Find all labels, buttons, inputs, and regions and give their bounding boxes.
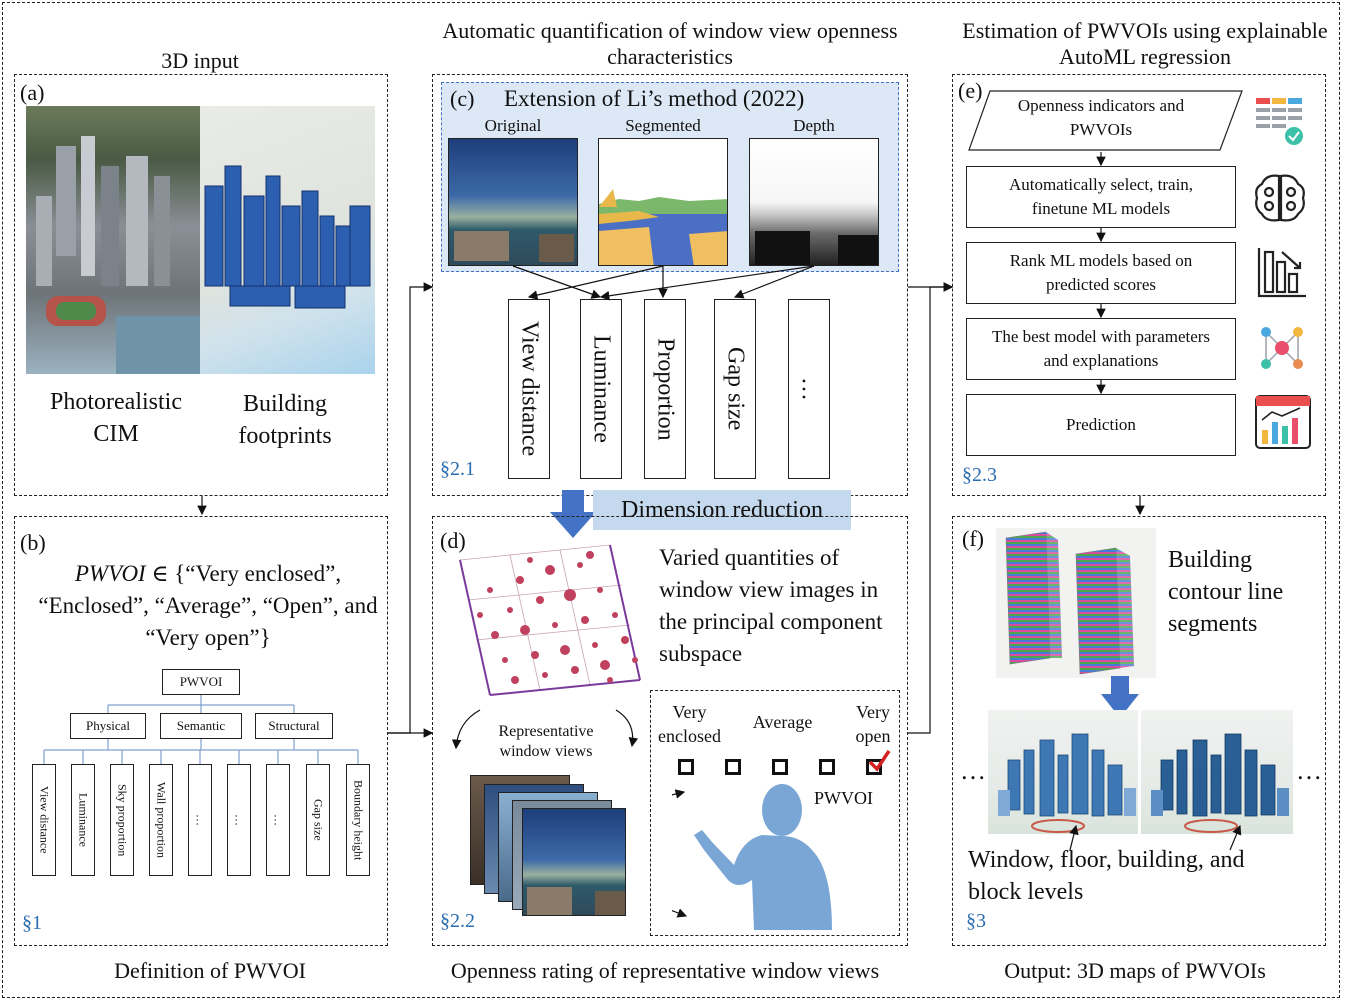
section-ref-2-2: §2.2 [440, 910, 475, 932]
section-title-quantification: Automatic quantification of window view … [442, 18, 898, 69]
rating-checkbox-4[interactable] [819, 759, 835, 775]
checkmark-icon [868, 750, 891, 772]
step-rank-models: Rank ML models based on predicted scores [966, 242, 1236, 304]
panel-c-label: (c) [450, 86, 475, 111]
rating-very-enclosed: Very enclosed [658, 702, 721, 746]
levels-text: Window, floor, building, and block level… [968, 847, 1245, 905]
feature-view-distance: View distance [508, 299, 550, 479]
depth-view-image [749, 138, 879, 266]
section-title-3d-input: 3D input [161, 48, 239, 73]
3d-map-right [1141, 710, 1293, 834]
rating-very-open: Very open [855, 702, 891, 746]
representative-views-label: Representative window views [498, 723, 594, 760]
rating-checkbox-1[interactable] [678, 759, 694, 775]
rating-box [650, 690, 900, 936]
dashboard-icon [1255, 395, 1311, 449]
leaf-ellipsis-2: … [227, 764, 251, 876]
rep-view-curved-arrows [451, 709, 639, 750]
leaf-gap-size: Gap size [306, 764, 330, 876]
rating-checkbox-2[interactable] [725, 759, 741, 775]
section-ref-1: §1 [22, 912, 42, 934]
panel-e-label: (e) [958, 78, 983, 103]
panel-b [14, 516, 388, 946]
input-parallelogram [968, 90, 1243, 151]
rating-checkbox-3[interactable] [772, 759, 788, 775]
tree-root: PWVOI [162, 669, 240, 695]
pwvoi-variable: PWVOI [74, 561, 146, 586]
panel-d [432, 516, 908, 946]
section-title-estimation: Estimation of PWVOIs using explainable A… [962, 18, 1328, 69]
step-openness-indicators: Openness indicators and PWVOIs [1017, 96, 1185, 139]
map-pointer-lines [1069, 824, 1242, 851]
panel-f-label: (f) [962, 526, 984, 551]
feature-proportion: Proportion [644, 299, 686, 479]
section-title-definition: Definition of PWVOI [114, 958, 306, 983]
contour-buildings-image [996, 528, 1156, 678]
rater-person-icon [672, 784, 832, 930]
dimension-reduction-label: Dimension reduction [593, 490, 851, 530]
original-view-image [448, 138, 578, 266]
pwvoi-definition: PWVOI ∈ {“Very enclosed”, “Enclosed”, “A… [38, 558, 378, 654]
tree-group-semantic: Semantic [160, 713, 242, 739]
section-title-output: Output: 3D maps of PWVOIs [1004, 958, 1266, 983]
photorealistic-cim-caption: Photorealistic CIM [50, 389, 182, 447]
segmented-label: Segmented [625, 116, 701, 135]
panel-f [952, 516, 1326, 946]
pca-scatter-plot [459, 544, 641, 696]
depth-label: Depth [793, 116, 835, 135]
feature-ellipsis: … [788, 299, 830, 479]
leaf-sky-proportion: Sky proportion [110, 764, 134, 876]
leaf-boundary-height: Boundary height [346, 764, 370, 876]
ellipsis-right: … [1296, 756, 1322, 785]
photorealistic-cim-image [26, 106, 200, 374]
3d-map-left [988, 710, 1138, 834]
pwvoi-values: ∈ {“Very enclosed”, “Enclosed”, “Average… [38, 561, 378, 650]
pca-description: Varied quantities of window view images … [659, 545, 883, 666]
section-ref-2-3: §2.3 [962, 464, 997, 486]
leaf-view-distance: View distance [32, 764, 56, 876]
tree-group-structural: Structural [255, 713, 333, 739]
feature-gap-size: Gap size [714, 299, 756, 479]
section-title-openness-rating: Openness rating of representative window… [450, 958, 880, 983]
table-icon [1256, 98, 1303, 145]
segmented-view-image [598, 138, 728, 266]
dimension-reduction-arrow [550, 490, 596, 538]
panel-c-title: Extension of Li’s method (2022) [504, 86, 805, 111]
leaf-ellipsis-3: … [266, 764, 290, 876]
panel-b-label: (b) [20, 530, 46, 555]
section-ref-2-1: §2.1 [440, 458, 475, 480]
step-prediction: Prediction [966, 394, 1236, 456]
step-best-model: The best model with parameters and expla… [966, 318, 1236, 380]
brain-icon [1255, 174, 1305, 222]
building-footprints-image [200, 106, 375, 374]
ellipsis-left: … [960, 756, 986, 785]
feature-luminance: Luminance [580, 299, 622, 479]
section-ref-3: §3 [966, 910, 986, 932]
bar-chart-icon [1257, 248, 1306, 298]
rating-average: Average [752, 712, 813, 732]
tree-group-physical: Physical [70, 713, 146, 739]
building-footprints-caption: Building footprints [238, 391, 332, 449]
original-label: Original [484, 116, 542, 135]
leaf-wall-proportion: Wall proportion [149, 764, 173, 876]
panel-a-label: (a) [20, 80, 45, 105]
panel-d-label: (d) [440, 528, 466, 553]
window-view-front [522, 808, 626, 916]
leaf-ellipsis-1: … [188, 764, 212, 876]
network-icon [1261, 327, 1303, 369]
panel-a [14, 74, 388, 496]
leaf-luminance: Luminance [71, 764, 95, 876]
rating-pwvoi-label: PWVOI [814, 788, 873, 808]
panel-e [952, 74, 1326, 496]
output-arrow [1101, 676, 1139, 718]
flow-arrows [1096, 152, 1106, 395]
step-automl-train: Automatically select, train, finetune ML… [966, 166, 1236, 228]
tree-connectors [43, 695, 359, 764]
contour-text: Building contour line segments [1168, 547, 1284, 637]
